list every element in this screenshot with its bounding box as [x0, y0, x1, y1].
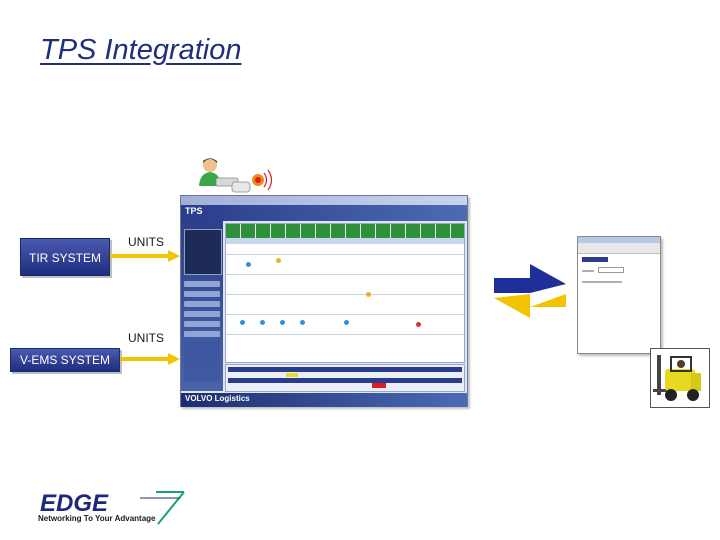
tps-sidebar-photo — [184, 229, 222, 275]
tps-grid-marker — [300, 320, 305, 325]
tps-schedule-grid — [225, 223, 465, 363]
forklift-icon — [653, 355, 701, 401]
tir-system-box: TIR SYSTEM — [20, 238, 110, 276]
forklift-photo — [650, 348, 710, 408]
edge-tagline: Networking To Your Advantage — [38, 514, 156, 523]
tps-sidebar-item — [184, 291, 220, 297]
tps-grid-header — [226, 224, 464, 238]
tps-sidebar-item — [184, 281, 220, 287]
tps-sidebar — [181, 221, 223, 391]
tps-titlebar — [181, 196, 467, 205]
tps-sidebar-item — [184, 311, 220, 317]
vems-system-box: V-EMS SYSTEM — [10, 348, 120, 372]
tps-bottom-marker — [286, 373, 298, 377]
vems-flow-arrow — [120, 353, 180, 365]
browser-text-line — [582, 270, 594, 272]
browser-text-line — [582, 281, 622, 283]
tps-sidebar-item — [184, 301, 220, 307]
tps-bottom-bar — [228, 378, 462, 383]
tps-bottom-marker — [372, 383, 386, 388]
tps-grid-row — [226, 254, 464, 255]
tps-app-screenshot: TPS VOLVO Logistics — [180, 195, 468, 407]
tir-flow-arrow — [110, 250, 180, 262]
tps-grid-marker — [240, 320, 245, 325]
tps-footer-text: VOLVO Logistics — [185, 394, 250, 403]
tps-grid-marker — [344, 320, 349, 325]
tps-grid-marker — [416, 322, 421, 327]
tps-grid-subheader — [226, 238, 464, 244]
tps-bottom-bar — [228, 367, 462, 372]
tps-grid-marker — [260, 320, 265, 325]
user-with-scanner-icon — [199, 158, 273, 193]
browser-screenshot — [577, 236, 661, 354]
tps-grid-marker — [366, 292, 371, 297]
tps-grid-marker — [280, 320, 285, 325]
svg-text:EDGE: EDGE — [40, 490, 109, 517]
tps-footer-bar — [181, 393, 467, 407]
edge-logo: EDGE — [36, 490, 185, 525]
tps-sidebar-item — [184, 321, 220, 327]
browser-page-banner — [582, 257, 608, 262]
page-title: TPS Integration — [40, 34, 242, 66]
tps-sidebar-item — [184, 331, 220, 337]
tps-logo: TPS — [185, 206, 203, 216]
exchange-arrow-left-icon — [494, 294, 566, 318]
browser-toolbar — [578, 243, 660, 254]
tir-units-label: UNITS — [128, 235, 164, 249]
exchange-arrow-right-icon — [494, 264, 566, 293]
tps-grid-row — [226, 274, 464, 275]
tps-grid-marker — [246, 262, 251, 267]
tps-grid-marker — [276, 258, 281, 263]
tps-grid-row — [226, 294, 464, 295]
browser-titlebar — [578, 237, 660, 243]
vems-units-label: UNITS — [128, 331, 164, 345]
tps-sidebar-watermark — [184, 341, 220, 381]
tps-bottom-panel — [225, 364, 465, 392]
tps-header — [181, 205, 467, 221]
tps-grid-row — [226, 334, 464, 335]
tps-grid-row — [226, 314, 464, 315]
browser-input-field — [598, 267, 624, 273]
